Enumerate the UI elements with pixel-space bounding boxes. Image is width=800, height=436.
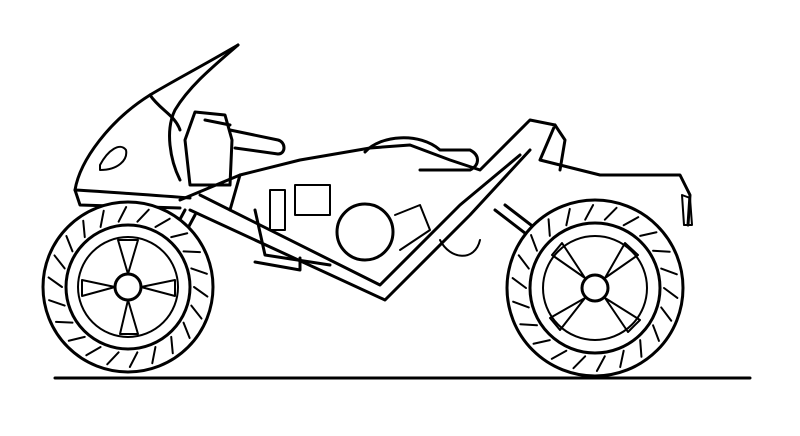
tire-tread-mark	[170, 232, 189, 239]
tire-tread-mark	[117, 206, 128, 223]
tire-tread-mark	[99, 209, 105, 228]
tire-tread-mark	[53, 254, 66, 270]
tire-tread-mark	[151, 346, 157, 365]
tire-tread-mark	[517, 254, 530, 270]
tire-tread-mark	[532, 339, 551, 345]
front-fairing	[73, 43, 240, 210]
tire-tread-mark	[136, 208, 150, 223]
tire-tread-mark	[639, 339, 643, 358]
tire-tread-mark	[512, 300, 530, 309]
tire-tread-mark	[67, 335, 86, 342]
tire-tread-mark	[55, 320, 74, 324]
tire-tread-mark	[663, 287, 679, 299]
tire-tread-mark	[572, 355, 587, 370]
tire-tread-mark	[639, 231, 658, 237]
tire-tread-mark	[154, 217, 171, 228]
tire-tread-mark	[128, 351, 139, 368]
tire-tread-mark	[622, 216, 640, 227]
tire-tread-mark	[193, 286, 209, 298]
engine	[253, 184, 481, 272]
tire-tread-mark	[170, 335, 174, 355]
tire-tread-mark	[652, 324, 660, 342]
tire-tread-mark	[47, 276, 63, 288]
tire-tread-mark	[190, 267, 208, 275]
handlebar-and-tank	[183, 110, 286, 187]
tire-tread-mark	[65, 235, 74, 253]
tire-tread-mark	[530, 234, 538, 252]
tire-tread-mark	[511, 277, 527, 289]
tire-tread-mark	[565, 207, 571, 227]
seat	[363, 136, 479, 172]
tire-tread-mark	[182, 250, 201, 254]
tire-tread-mark	[660, 306, 673, 322]
tire-tread-mark	[82, 219, 86, 239]
tire-tread-mark	[550, 349, 568, 360]
tire-tread-mark	[106, 351, 120, 366]
tire-tread-mark	[85, 346, 102, 357]
frame	[178, 118, 693, 302]
tire-tread-mark	[619, 349, 625, 369]
front-wheel	[41, 200, 215, 374]
tire-tread-mark	[595, 355, 606, 372]
tire-tread-mark	[547, 218, 551, 237]
tire-tread-mark	[182, 321, 191, 339]
tire-tread-mark	[519, 323, 538, 327]
tire-tread-mark	[584, 204, 595, 221]
tire-tread-mark	[603, 206, 618, 221]
rear-wheel	[505, 198, 685, 378]
tire-tread-mark	[48, 299, 66, 307]
tire-tread-mark	[190, 304, 203, 320]
tire-tread-mark	[652, 249, 671, 253]
tire-tread-mark	[660, 267, 678, 276]
